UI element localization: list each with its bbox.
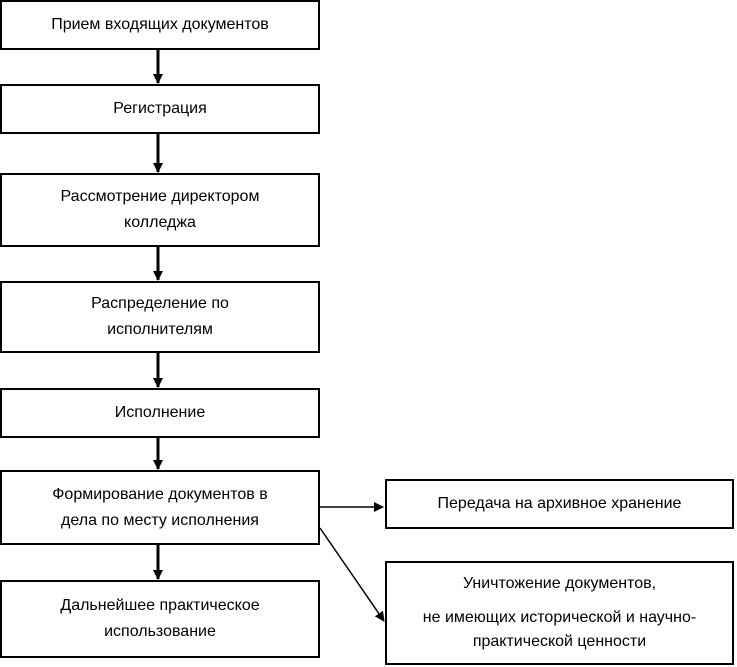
box-further-use-line2: использование [104,623,216,640]
box-registration-label: Регистрация [113,100,207,117]
box-execution-label: Исполнение [114,404,206,421]
box-archive-transfer-label: Передача на архивное хранение [437,495,682,512]
box-destruction-line2: не имеющих исторической и научно- [422,609,697,626]
box-destruction: Уничтожение документов, не имеющих истор… [385,561,734,665]
box-distribution: Распределение по исполнителям [0,281,320,353]
box-director-review: Рассмотрение директором колледжа [0,173,320,247]
box-further-use-line1: Дальнейшее практическое [60,597,260,614]
box-distribution-line1: Распределение по [91,295,229,312]
box-director-review-line2: колледжа [124,214,196,231]
box-execution: Исполнение [0,388,320,438]
box-director-review-line1: Рассмотрение директором [60,188,260,205]
box-archive-transfer: Передача на архивное хранение [385,479,734,529]
box-registration: Регистрация [0,84,320,134]
box-forming-files: Формирование документов в дела по месту … [0,470,320,545]
box-forming-files-line1: Формирование документов в [52,485,268,503]
box-receive-documents: Прием входящих документов [0,0,320,50]
box-destruction-line1: Уничтожение документов, [462,575,657,592]
box-further-use: Дальнейшее практическое использование [0,580,320,658]
box-distribution-line2: исполнителям [107,321,213,338]
box-receive-documents-label: Прием входящих документов [51,16,269,33]
box-destruction-line3: практической ценности [472,633,647,650]
box-forming-files-line2: дела по месту исполнения [61,511,259,529]
arrow-forming-to-destruction [319,527,385,622]
